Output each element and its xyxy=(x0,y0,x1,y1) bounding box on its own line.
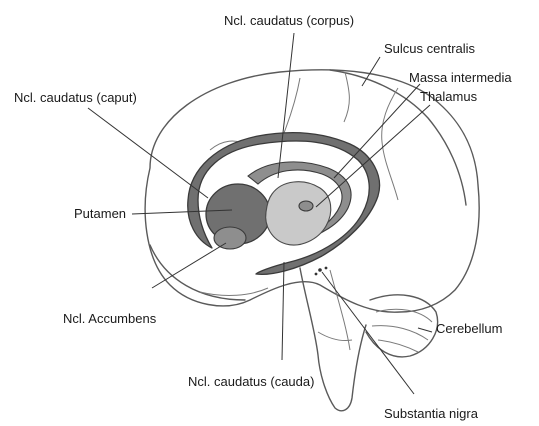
label-accumbens: Ncl. Accumbens xyxy=(63,311,157,326)
label-putamen: Putamen xyxy=(74,206,126,221)
label-cerebellum: Cerebellum xyxy=(436,321,502,336)
label-caput: Ncl. caudatus (caput) xyxy=(14,90,137,105)
label-massa: Massa intermedia xyxy=(409,70,512,85)
label-corpus: Ncl. caudatus (corpus) xyxy=(224,13,354,28)
label-cauda: Ncl. caudatus (cauda) xyxy=(188,374,314,389)
massa-intermedia xyxy=(299,201,313,211)
substantia-nigra xyxy=(315,267,328,276)
nucleus-accumbens xyxy=(214,227,246,249)
label-nigra: Substantia nigra xyxy=(384,406,479,421)
label-sulcus: Sulcus centralis xyxy=(384,41,476,56)
thalamus xyxy=(266,182,331,245)
label-thalamus: Thalamus xyxy=(420,89,478,104)
